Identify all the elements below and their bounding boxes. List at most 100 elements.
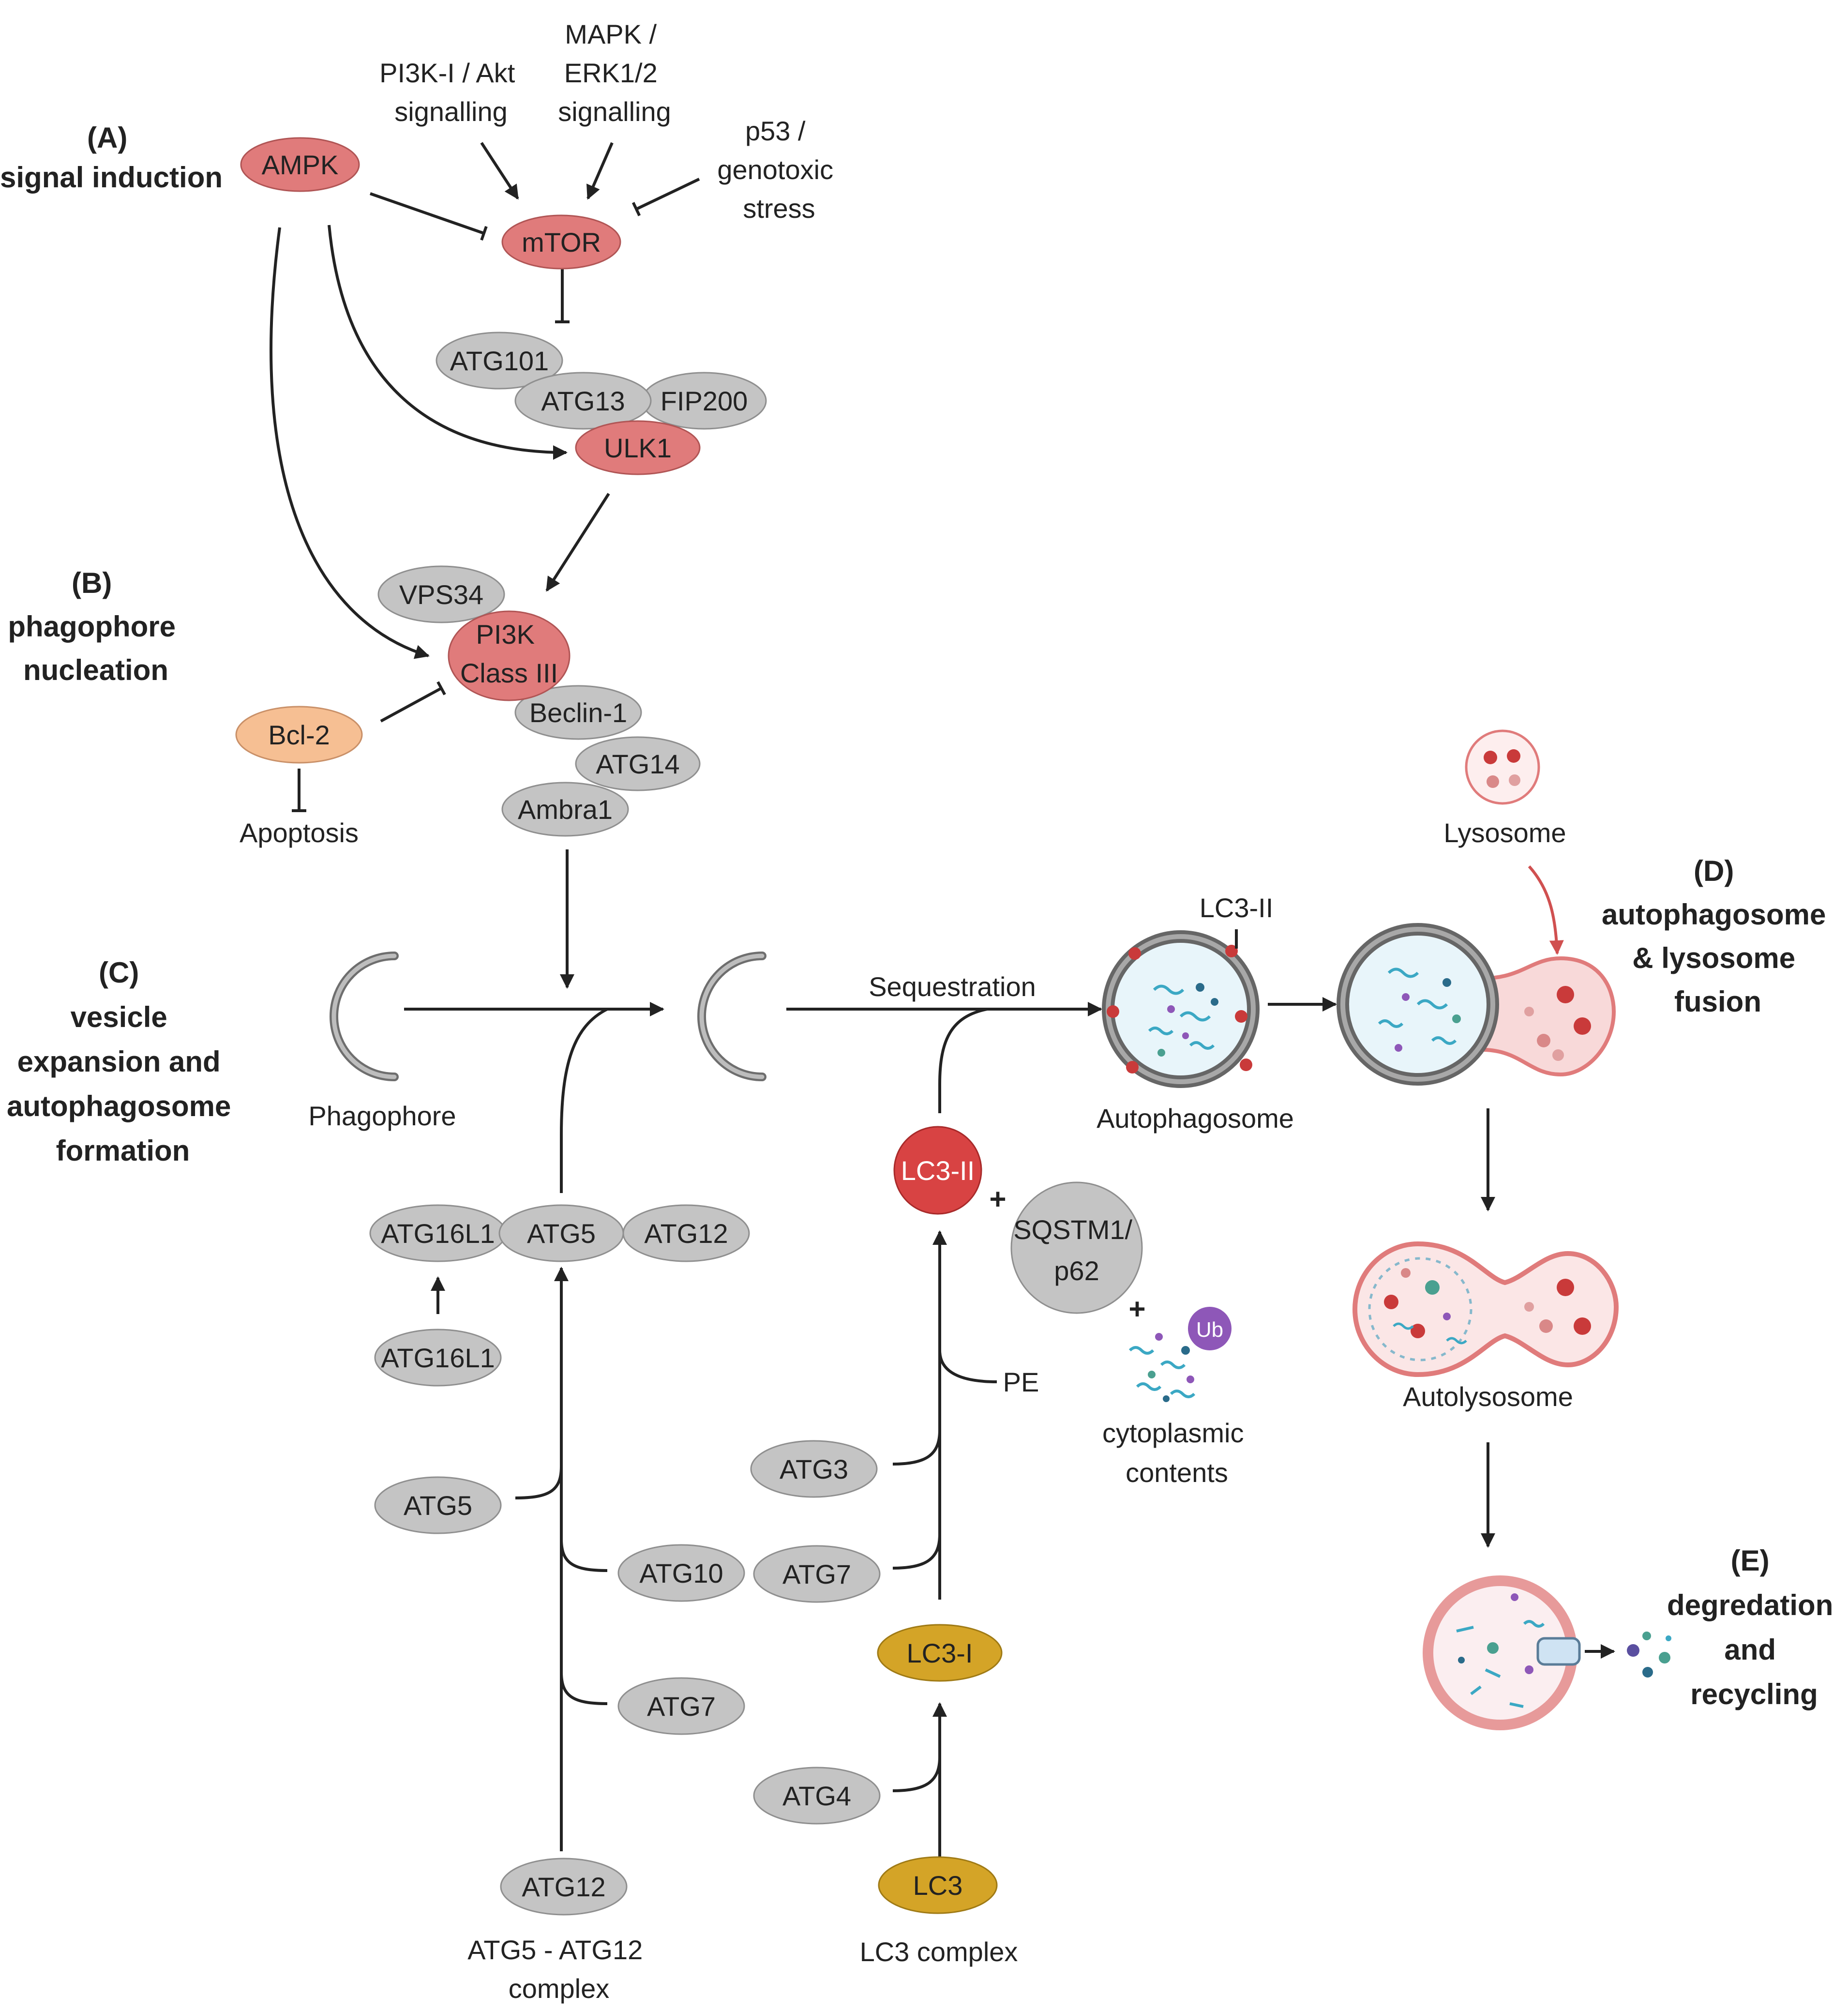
atg13-node: ATG13 xyxy=(514,372,652,430)
cytoplasmic-cargo-icon xyxy=(1128,1333,1196,1402)
lc3ii-marker-label: LC3-II xyxy=(1200,892,1274,923)
svg-text:AMPK: AMPK xyxy=(262,150,339,180)
p53-genotoxic-stress-label: p53 / genotoxic stress xyxy=(717,116,841,224)
atg5-atg12-complex-label: ATG5 - ATG12 complex xyxy=(467,1935,650,2004)
ampk-inhibits-mtor xyxy=(370,192,488,241)
ampk-to-ulk1-arrow xyxy=(328,225,568,460)
pe-joins-chain xyxy=(938,1350,997,1383)
phagophore-label: Phagophore xyxy=(308,1101,456,1131)
section-c-heading: (C) vesicle expansion and autophagosome … xyxy=(7,956,239,1167)
beclin1-node: Beclin-1 xyxy=(514,685,642,740)
ampk-to-pi3k-arrow xyxy=(270,227,430,659)
autophagosome-label: Autophagosome xyxy=(1097,1103,1294,1134)
fip200-node: FIP200 xyxy=(641,372,767,430)
svg-text:ATG10: ATG10 xyxy=(639,1558,723,1588)
ulk1-node: ULK1 xyxy=(575,420,701,475)
svg-text:Ub: Ub xyxy=(1196,1318,1223,1342)
svg-text:ATG101: ATG101 xyxy=(450,346,549,376)
lc3-complex-label: LC3 complex xyxy=(860,1936,1018,1967)
atg7-right-joins-chain xyxy=(892,1534,941,1570)
svg-text:VPS34: VPS34 xyxy=(399,579,483,610)
lc3ii-node: LC3-II xyxy=(893,1126,982,1215)
lysosome-icon xyxy=(1465,729,1540,805)
atg5-complex-joins-arrow xyxy=(560,1008,608,1193)
atg4-joins-chain xyxy=(892,1756,941,1792)
plus-sign-2: + xyxy=(1128,1293,1145,1325)
section-a-heading: (A) signal induction xyxy=(0,121,223,194)
atg7-left-node: ATG7 xyxy=(617,1677,745,1735)
autophagosome-vesicle xyxy=(1102,930,1260,1088)
svg-text:Bcl-2: Bcl-2 xyxy=(268,720,330,750)
atg14-node: ATG14 xyxy=(575,736,701,791)
mapk-to-mtor-arrow xyxy=(586,142,614,200)
pi3k-akt-signalling-label: PI3K-I / Akt signalling xyxy=(379,58,523,127)
svg-text:ATG14: ATG14 xyxy=(596,749,679,779)
svg-text:FIP200: FIP200 xyxy=(661,386,748,416)
atg3-joins-chain xyxy=(892,1430,941,1466)
ubiquitin-icon: Ub xyxy=(1188,1307,1232,1350)
lc3-node: LC3 xyxy=(878,1856,998,1914)
svg-text:SQSTM1/ p62: SQSTM1/ p62 xyxy=(1013,1214,1140,1286)
atg7-joins-chain xyxy=(560,1672,608,1705)
pi3k-class-iii-node: PI3K Class III xyxy=(448,610,571,701)
ampk-node: AMPK xyxy=(240,137,360,192)
lysosome-to-fusion-arrow xyxy=(1528,865,1564,955)
svg-text:ATG7: ATG7 xyxy=(647,1691,716,1722)
ambra1-node: Ambra1 xyxy=(501,782,629,837)
atg16l1-top-node: ATG16L1 xyxy=(369,1204,507,1262)
lc3i-node: LC3-I xyxy=(877,1624,1003,1682)
svg-text:LC3-II: LC3-II xyxy=(901,1155,975,1186)
svg-text:Ambra1: Ambra1 xyxy=(518,794,613,825)
p53-inhibits-mtor xyxy=(631,178,700,216)
degradation-vesicle xyxy=(1423,1575,1581,1730)
autolysosome-label: Autolysosome xyxy=(1403,1381,1573,1412)
atg4-node: ATG4 xyxy=(753,1767,881,1825)
ulk1-to-pi3k-arrow xyxy=(545,493,610,592)
section-b-heading: (B) phagophore nucleation xyxy=(8,567,183,686)
atg10-joins-chain xyxy=(560,1539,608,1572)
atg5-joins-chain xyxy=(515,1466,563,1499)
svg-text:ATG12: ATG12 xyxy=(522,1872,605,1902)
expanding-phagophore-shape xyxy=(697,952,766,1081)
svg-text:ATG7: ATG7 xyxy=(782,1559,851,1589)
bcl2-node: Bcl-2 xyxy=(235,706,363,764)
svg-text:ATG13: ATG13 xyxy=(541,386,625,416)
plus-sign-1: + xyxy=(989,1183,1006,1215)
atg7-right-node: ATG7 xyxy=(753,1545,881,1603)
cytoplasmic-contents-label: cytoplasmic contents xyxy=(1102,1418,1251,1488)
atg5-top-node: ATG5 xyxy=(498,1204,624,1262)
mapk-erk-signalling-label: MAPK / ERK1/2 signalling xyxy=(558,19,671,127)
svg-text:LC3-I: LC3-I xyxy=(907,1638,973,1668)
sqstm1-p62-node: SQSTM1/ p62 xyxy=(1010,1181,1143,1314)
svg-text:Beclin-1: Beclin-1 xyxy=(529,697,627,728)
bcl2-inhibits-pi3k xyxy=(380,681,446,723)
pe-label: PE xyxy=(1003,1367,1039,1397)
atg101-node: ATG101 xyxy=(436,332,563,390)
svg-text:mTOR: mTOR xyxy=(522,227,601,257)
lysosome-label: Lysosome xyxy=(1443,817,1566,848)
lc3ii-joins-sequestration xyxy=(938,1008,988,1113)
svg-text:ATG16L1: ATG16L1 xyxy=(381,1218,495,1249)
svg-text:ULK1: ULK1 xyxy=(604,433,672,463)
atg3-node: ATG3 xyxy=(750,1440,878,1498)
svg-text:ATG5: ATG5 xyxy=(527,1218,596,1249)
atg16l1-free-node: ATG16L1 xyxy=(374,1329,502,1387)
sequestration-label: Sequestration xyxy=(869,971,1036,1002)
atg12-top-node: ATG12 xyxy=(622,1204,750,1262)
svg-text:ATG3: ATG3 xyxy=(780,1454,848,1484)
autolysosome-vesicle xyxy=(1352,1241,1619,1377)
autophagosome-lysosome-fusion xyxy=(1337,923,1616,1086)
svg-text:ATG4: ATG4 xyxy=(782,1781,851,1811)
apoptosis-label: Apoptosis xyxy=(240,817,359,848)
svg-text:ATG12: ATG12 xyxy=(644,1218,728,1249)
svg-text:PI3K Class III: PI3K Class III xyxy=(460,619,558,688)
section-e-heading: (E) degredation and recycling xyxy=(1667,1544,1841,1710)
atg10-node: ATG10 xyxy=(617,1544,745,1602)
phagophore-shape xyxy=(330,952,399,1081)
recycled-molecules xyxy=(1627,1632,1671,1678)
svg-text:ATG5: ATG5 xyxy=(404,1490,472,1521)
svg-text:LC3: LC3 xyxy=(913,1870,963,1901)
section-d-heading: (D) autophagosome & lysosome fusion xyxy=(1602,855,1834,1018)
atg5-free-node: ATG5 xyxy=(374,1476,502,1534)
